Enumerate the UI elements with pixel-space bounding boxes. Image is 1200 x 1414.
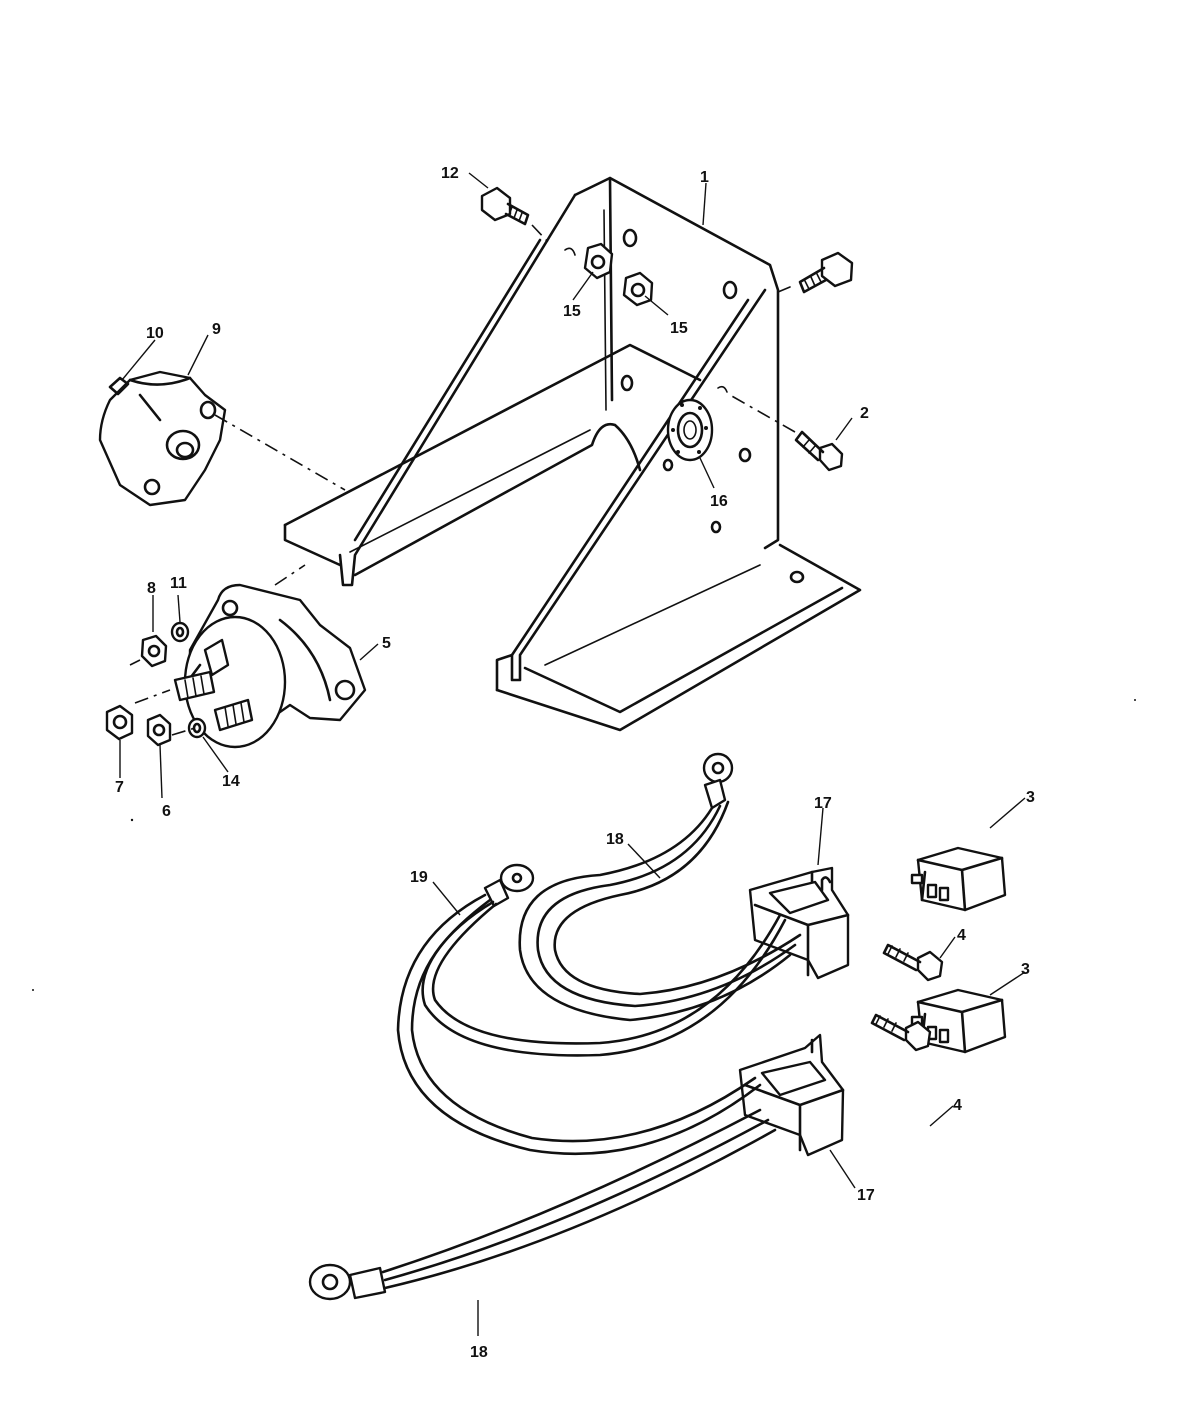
screw-upper — [882, 943, 944, 982]
wire-harness-lower — [308, 1108, 777, 1301]
relay-socket-lower — [738, 1033, 845, 1157]
grommet — [666, 398, 714, 462]
nut-8 — [140, 634, 168, 668]
callout-11: 11 — [170, 575, 187, 592]
hex-nut-lower — [622, 271, 654, 307]
callout-15-right: 15 — [670, 320, 688, 337]
wire-harness-upper — [518, 752, 802, 1022]
callouts: 1 12 15 15 2 16 10 9 8 11 5 7 6 14 3 3 4… — [115, 165, 1035, 1361]
callout-16: 16 — [710, 493, 728, 510]
callout-6: 6 — [162, 803, 171, 820]
callout-3-lower: 3 — [1021, 961, 1030, 978]
relay-upper — [910, 846, 1007, 912]
nut-6 — [146, 713, 172, 747]
mounting-bracket — [283, 176, 862, 732]
callout-2: 2 — [860, 405, 869, 422]
nut-7 — [105, 704, 134, 741]
screw-lower — [870, 1013, 932, 1052]
callout-12: 12 — [441, 165, 459, 182]
washer-11 — [170, 621, 190, 643]
callout-17-upper: 17 — [814, 795, 832, 812]
wire-harness-19 — [396, 863, 787, 1156]
callout-9: 9 — [212, 321, 221, 338]
callout-14: 14 — [222, 773, 240, 790]
callout-8: 8 — [147, 580, 156, 597]
relay-socket-upper — [748, 866, 850, 980]
callout-17-lower: 17 — [857, 1187, 875, 1204]
callout-19: 19 — [410, 869, 428, 886]
callout-3-upper: 3 — [1026, 789, 1035, 806]
bolt-12 — [480, 186, 549, 243]
bolt-2 — [729, 394, 844, 472]
callout-18-lower: 18 — [470, 1344, 488, 1361]
relay-lower — [910, 988, 1007, 1054]
washer-14 — [187, 717, 207, 739]
solenoid-part-5 — [173, 564, 367, 749]
bolt-upper-right — [777, 251, 854, 294]
callout-18-upper: 18 — [606, 831, 624, 848]
leader-lines — [119, 172, 1026, 1336]
callout-4-upper: 4 — [957, 927, 966, 944]
hex-nut-upper — [583, 242, 614, 280]
callout-10: 10 — [146, 325, 164, 342]
callout-5: 5 — [382, 635, 391, 652]
callout-4-lower: 4 — [953, 1097, 962, 1114]
callout-7: 7 — [115, 779, 124, 796]
callout-15-left: 15 — [563, 303, 581, 320]
callout-1: 1 — [700, 169, 709, 186]
switch-part-9 — [98, 370, 346, 507]
